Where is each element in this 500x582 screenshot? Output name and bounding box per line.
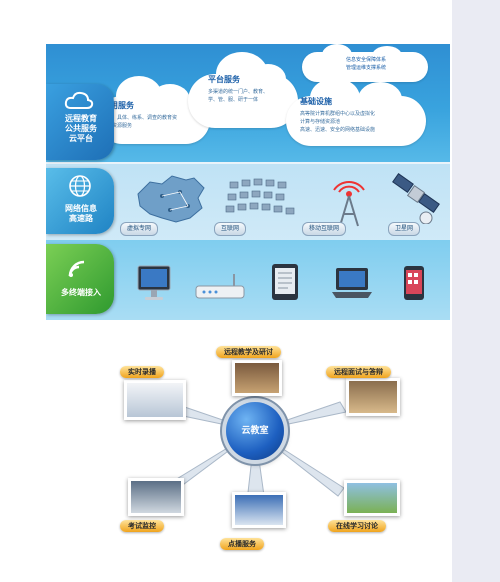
- screenshot-exam-monitoring: [128, 478, 184, 516]
- cloud-security: [302, 44, 428, 82]
- layer-tab-cloud-platform: 远程教育 公共服务 云平台: [46, 84, 114, 160]
- network-label-vpn: 虚拟专网: [120, 222, 159, 236]
- layer-label-line: 远程教育: [65, 114, 97, 123]
- node-label-remote-teaching: 远程教学及研讨: [216, 346, 281, 358]
- router-icon: [195, 274, 245, 299]
- right-margin-strip: [452, 0, 500, 582]
- cloud-text: 评教、具体、练系、调查的教育资 源及资源服务: [102, 115, 178, 129]
- photo-remote-teaching: [232, 360, 282, 396]
- layer-label-line: 高速路: [69, 214, 93, 223]
- node-label-vod-service: 点播服务: [220, 538, 264, 550]
- layer-label-line: 云平台: [69, 134, 93, 143]
- layer-tab-terminals: 多终端接入: [46, 244, 114, 314]
- cloud-infrastructure: [286, 78, 426, 146]
- cloud-title: 应用服务: [102, 101, 134, 110]
- photo-online-learning: [344, 480, 400, 516]
- screenshot-live-recording: [124, 380, 186, 420]
- signal-tower-icon: [333, 181, 365, 227]
- cloud-platform-services: [188, 52, 298, 128]
- cloud-title: 平台服务: [208, 75, 240, 84]
- smartphone-icon: [404, 266, 424, 300]
- china-map-icon: [137, 175, 205, 223]
- network-label-internet: 互联网: [214, 222, 247, 236]
- layer-label-line: 公共服务: [65, 124, 97, 133]
- server-grid-icon: [225, 178, 295, 215]
- node-label-online-learning: 在线学习讨论: [328, 520, 386, 532]
- globe-icon: [69, 175, 91, 197]
- satellite-icon: [392, 173, 440, 224]
- node-label-live-recording: 实时录播: [120, 366, 164, 378]
- screenshot-vod-service: [232, 492, 286, 528]
- wifi-icon: [68, 260, 85, 277]
- desktop-monitor-icon: [137, 265, 171, 300]
- cloud-classroom-hub: 云教室: [226, 402, 284, 460]
- cloud-icon: [64, 91, 94, 109]
- cloud-text: 信息安全保障体系 管理运维支撑系统: [346, 57, 387, 71]
- tablet-icon: [272, 264, 298, 300]
- photo-remote-interview: [346, 378, 400, 416]
- node-label-exam-monitoring: 考试监控: [120, 520, 164, 532]
- hub-label: 云教室: [241, 426, 269, 436]
- network-label-mobile-internet: 移动互联网: [302, 222, 347, 236]
- network-label-satellite: 卫星网: [388, 222, 421, 236]
- architecture-diagram: 应用服务 评教、具体、练系、调查的教育资 源及资源服务 平台服务 多渠道的统一门…: [46, 44, 450, 320]
- layer-label-line: 多终端接入: [61, 288, 101, 297]
- node-label-remote-interview: 远程面试与答辩: [326, 366, 391, 378]
- cloud-title: 基础设施: [300, 97, 332, 106]
- cloud-text: 高等院计算机群组中心以及虚拟化 计算与存储资源池 高速、迅速、安全的网络基础设施: [300, 111, 376, 133]
- layer-tab-network: 网络信息 高速路: [46, 168, 114, 234]
- laptop-icon: [332, 268, 372, 298]
- cloud-text: 多渠道的统一门户、教育、 学、管、服、研于一体: [208, 89, 269, 103]
- layer-label-line: 网络信息: [65, 204, 97, 213]
